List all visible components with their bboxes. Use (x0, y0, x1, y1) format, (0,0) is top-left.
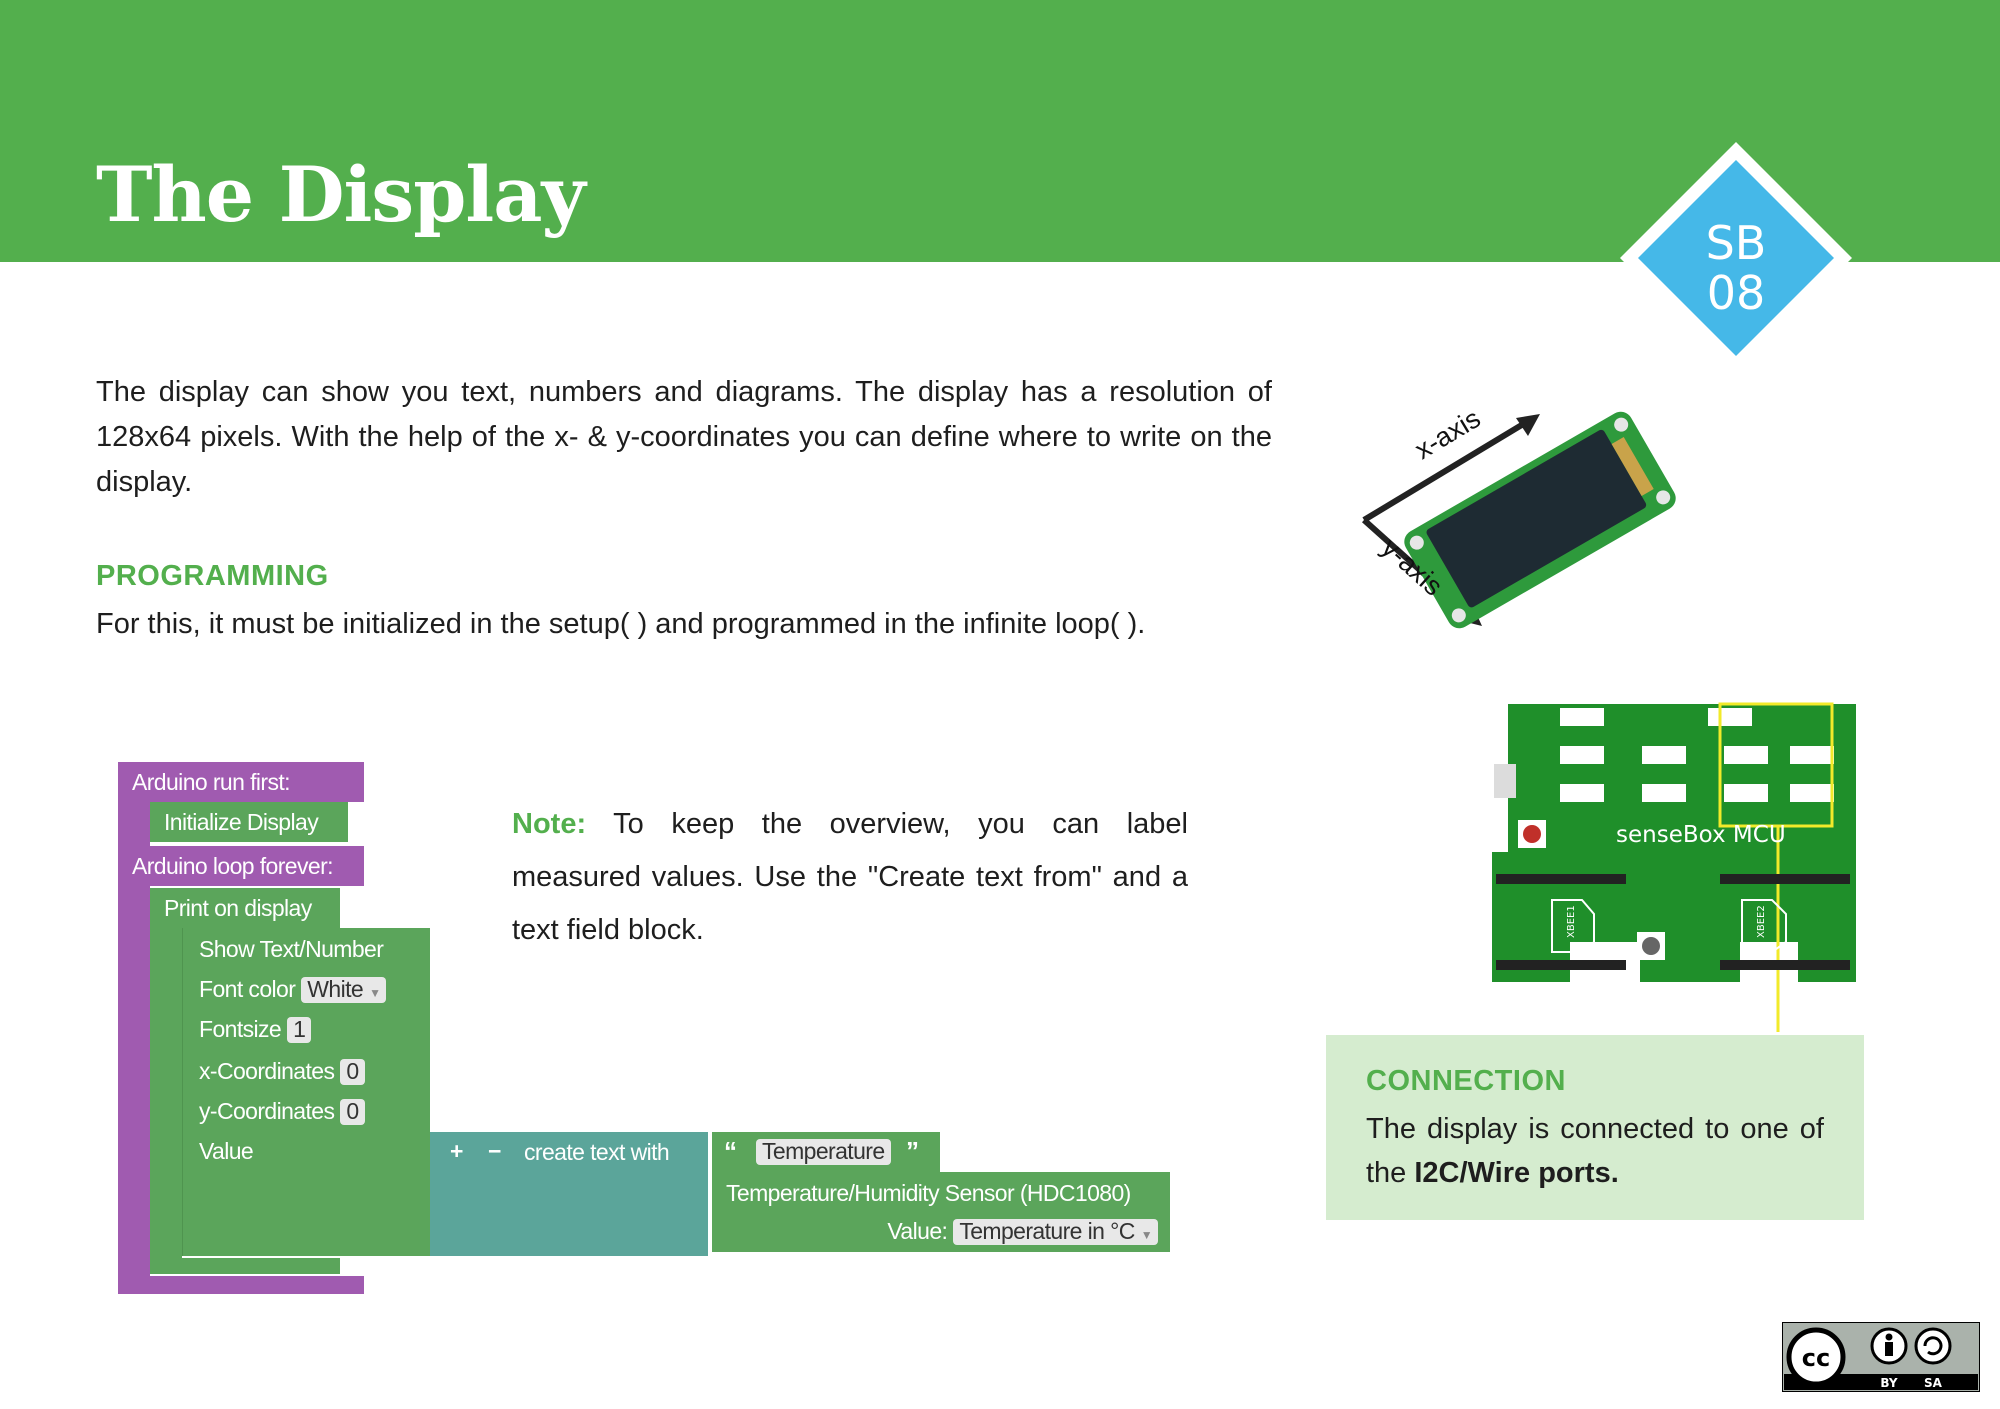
connection-text-plain: The display is connected to one of the (1366, 1113, 1824, 1189)
connection-box: CONNECTION The display is connected to o… (1326, 1035, 1864, 1220)
block-init-display[interactable]: Initialize Display (150, 802, 348, 842)
block-loop-forever[interactable]: Arduino loop forever: (118, 846, 364, 886)
block-print-display-label: Print on display (164, 895, 312, 921)
note-label: Note: (512, 808, 587, 840)
programming-text: For this, it must be initialized in the … (96, 608, 1146, 640)
dropdown-arrow-icon: ▼ (1140, 1228, 1153, 1242)
i2c-highlight (1718, 702, 1834, 828)
dropdown-arrow-icon: ▼ (369, 986, 381, 1000)
font-color-row: Font color White ▼ (199, 976, 387, 1003)
minus-icon[interactable]: − (488, 1138, 501, 1164)
license-by-label: BY (1880, 1376, 1897, 1390)
license-sa-label: SA (1924, 1376, 1943, 1390)
sensor-label: Temperature/Humidity Sensor (HDC1080) (726, 1180, 1131, 1206)
block-run-first-label: Arduino run first: (132, 769, 291, 795)
connection-text: The display is connected to one of the I… (1366, 1107, 1824, 1195)
board-label: senseBox MCU (1616, 822, 1786, 848)
badge-line-1: SB (1705, 216, 1767, 270)
block-run-first[interactable]: Arduino run first: (118, 762, 364, 802)
block-show-text[interactable]: Show Text/Number Font color White ▼ Fontsi… (182, 928, 430, 1256)
note-text: To keep the overview, you can label meas… (512, 808, 1188, 946)
sensor-value-dropdown[interactable]: Temperature in °C ▼ (953, 1219, 1158, 1245)
plus-icon[interactable]: + (450, 1138, 463, 1164)
oled-board (1404, 411, 1676, 629)
programming-heading: PROGRAMMING (96, 560, 329, 592)
note-paragraph: Note: To keep the overview, you can labe… (512, 798, 1188, 957)
xbee1-label: XBEE1 (1566, 905, 1577, 938)
sensebox-mcu-illustration: senseBox MCU XBEE1 XBEE2 (1492, 702, 1856, 1032)
intro-paragraph: The display can show you text, numbers a… (96, 376, 1272, 498)
sa-icon (1914, 1327, 1952, 1365)
sensor-value-label: Value: (887, 1218, 948, 1244)
y-coordinates-field[interactable]: 0 (340, 1099, 365, 1125)
badge-label: SB 08 (1618, 218, 1854, 318)
block-run-first-arm (118, 800, 150, 848)
header-pins (1496, 874, 1850, 970)
fontsize-label: Fontsize (199, 1016, 282, 1042)
block-loop-forever-label: Arduino loop forever: (132, 853, 334, 879)
block-create-text[interactable]: + − create text with (430, 1132, 708, 1256)
y-coordinates-label: y-Coordinates (199, 1098, 335, 1124)
oled-display-illustration: x-axis y-axis (1361, 403, 1676, 629)
connection-heading: CONNECTION (1366, 1065, 1566, 1097)
block-sensor[interactable]: Temperature/Humidity Sensor (HDC1080) Va… (712, 1172, 1170, 1252)
font-color-value: White (307, 976, 364, 1002)
x-coordinates-field[interactable]: 0 (340, 1059, 365, 1085)
temperature-text-field[interactable]: Temperature (756, 1139, 891, 1165)
block-loop-bottom (118, 1276, 364, 1294)
value-label: Value (199, 1138, 254, 1164)
page-title: The Display (96, 150, 586, 239)
xbee2-label: XBEE2 (1756, 905, 1767, 938)
connection-text-bold: I2C/Wire ports. (1414, 1157, 1619, 1189)
cc-icon (1786, 1327, 1846, 1387)
show-text-label: Show Text/Number (199, 936, 384, 962)
block-text-temperature[interactable]: “ Temperature ” (712, 1132, 940, 1172)
sensor-value: Temperature in °C (959, 1218, 1135, 1244)
sb-badge: SB 08 (1618, 140, 1854, 376)
quote-open-icon: “ (724, 1136, 737, 1166)
cc-by-sa-license-badge: cc BY SA (1782, 1322, 1980, 1392)
block-loop-arm (118, 884, 150, 1294)
sensor-value-row: Value: Temperature in °C ▼ (887, 1218, 1158, 1245)
badge-line-2: 08 (1706, 266, 1766, 320)
block-init-display-label: Initialize Display (164, 809, 319, 835)
block-print-arm (150, 926, 182, 1274)
font-color-label: Font color (199, 976, 296, 1002)
port-connectors (1560, 708, 1834, 802)
quote-close-icon: ” (906, 1136, 919, 1166)
block-print-display[interactable]: Print on display (150, 888, 340, 928)
fontsize-field[interactable]: 1 (287, 1017, 312, 1043)
svg-text:cc: cc (1802, 1344, 1830, 1372)
block-print-bottom (150, 1258, 340, 1274)
x-coordinates-label: x-Coordinates (199, 1058, 335, 1084)
badge-diamond (1620, 142, 1852, 374)
create-text-label: create text with (524, 1139, 670, 1165)
font-color-dropdown[interactable]: White ▼ (301, 976, 387, 1003)
